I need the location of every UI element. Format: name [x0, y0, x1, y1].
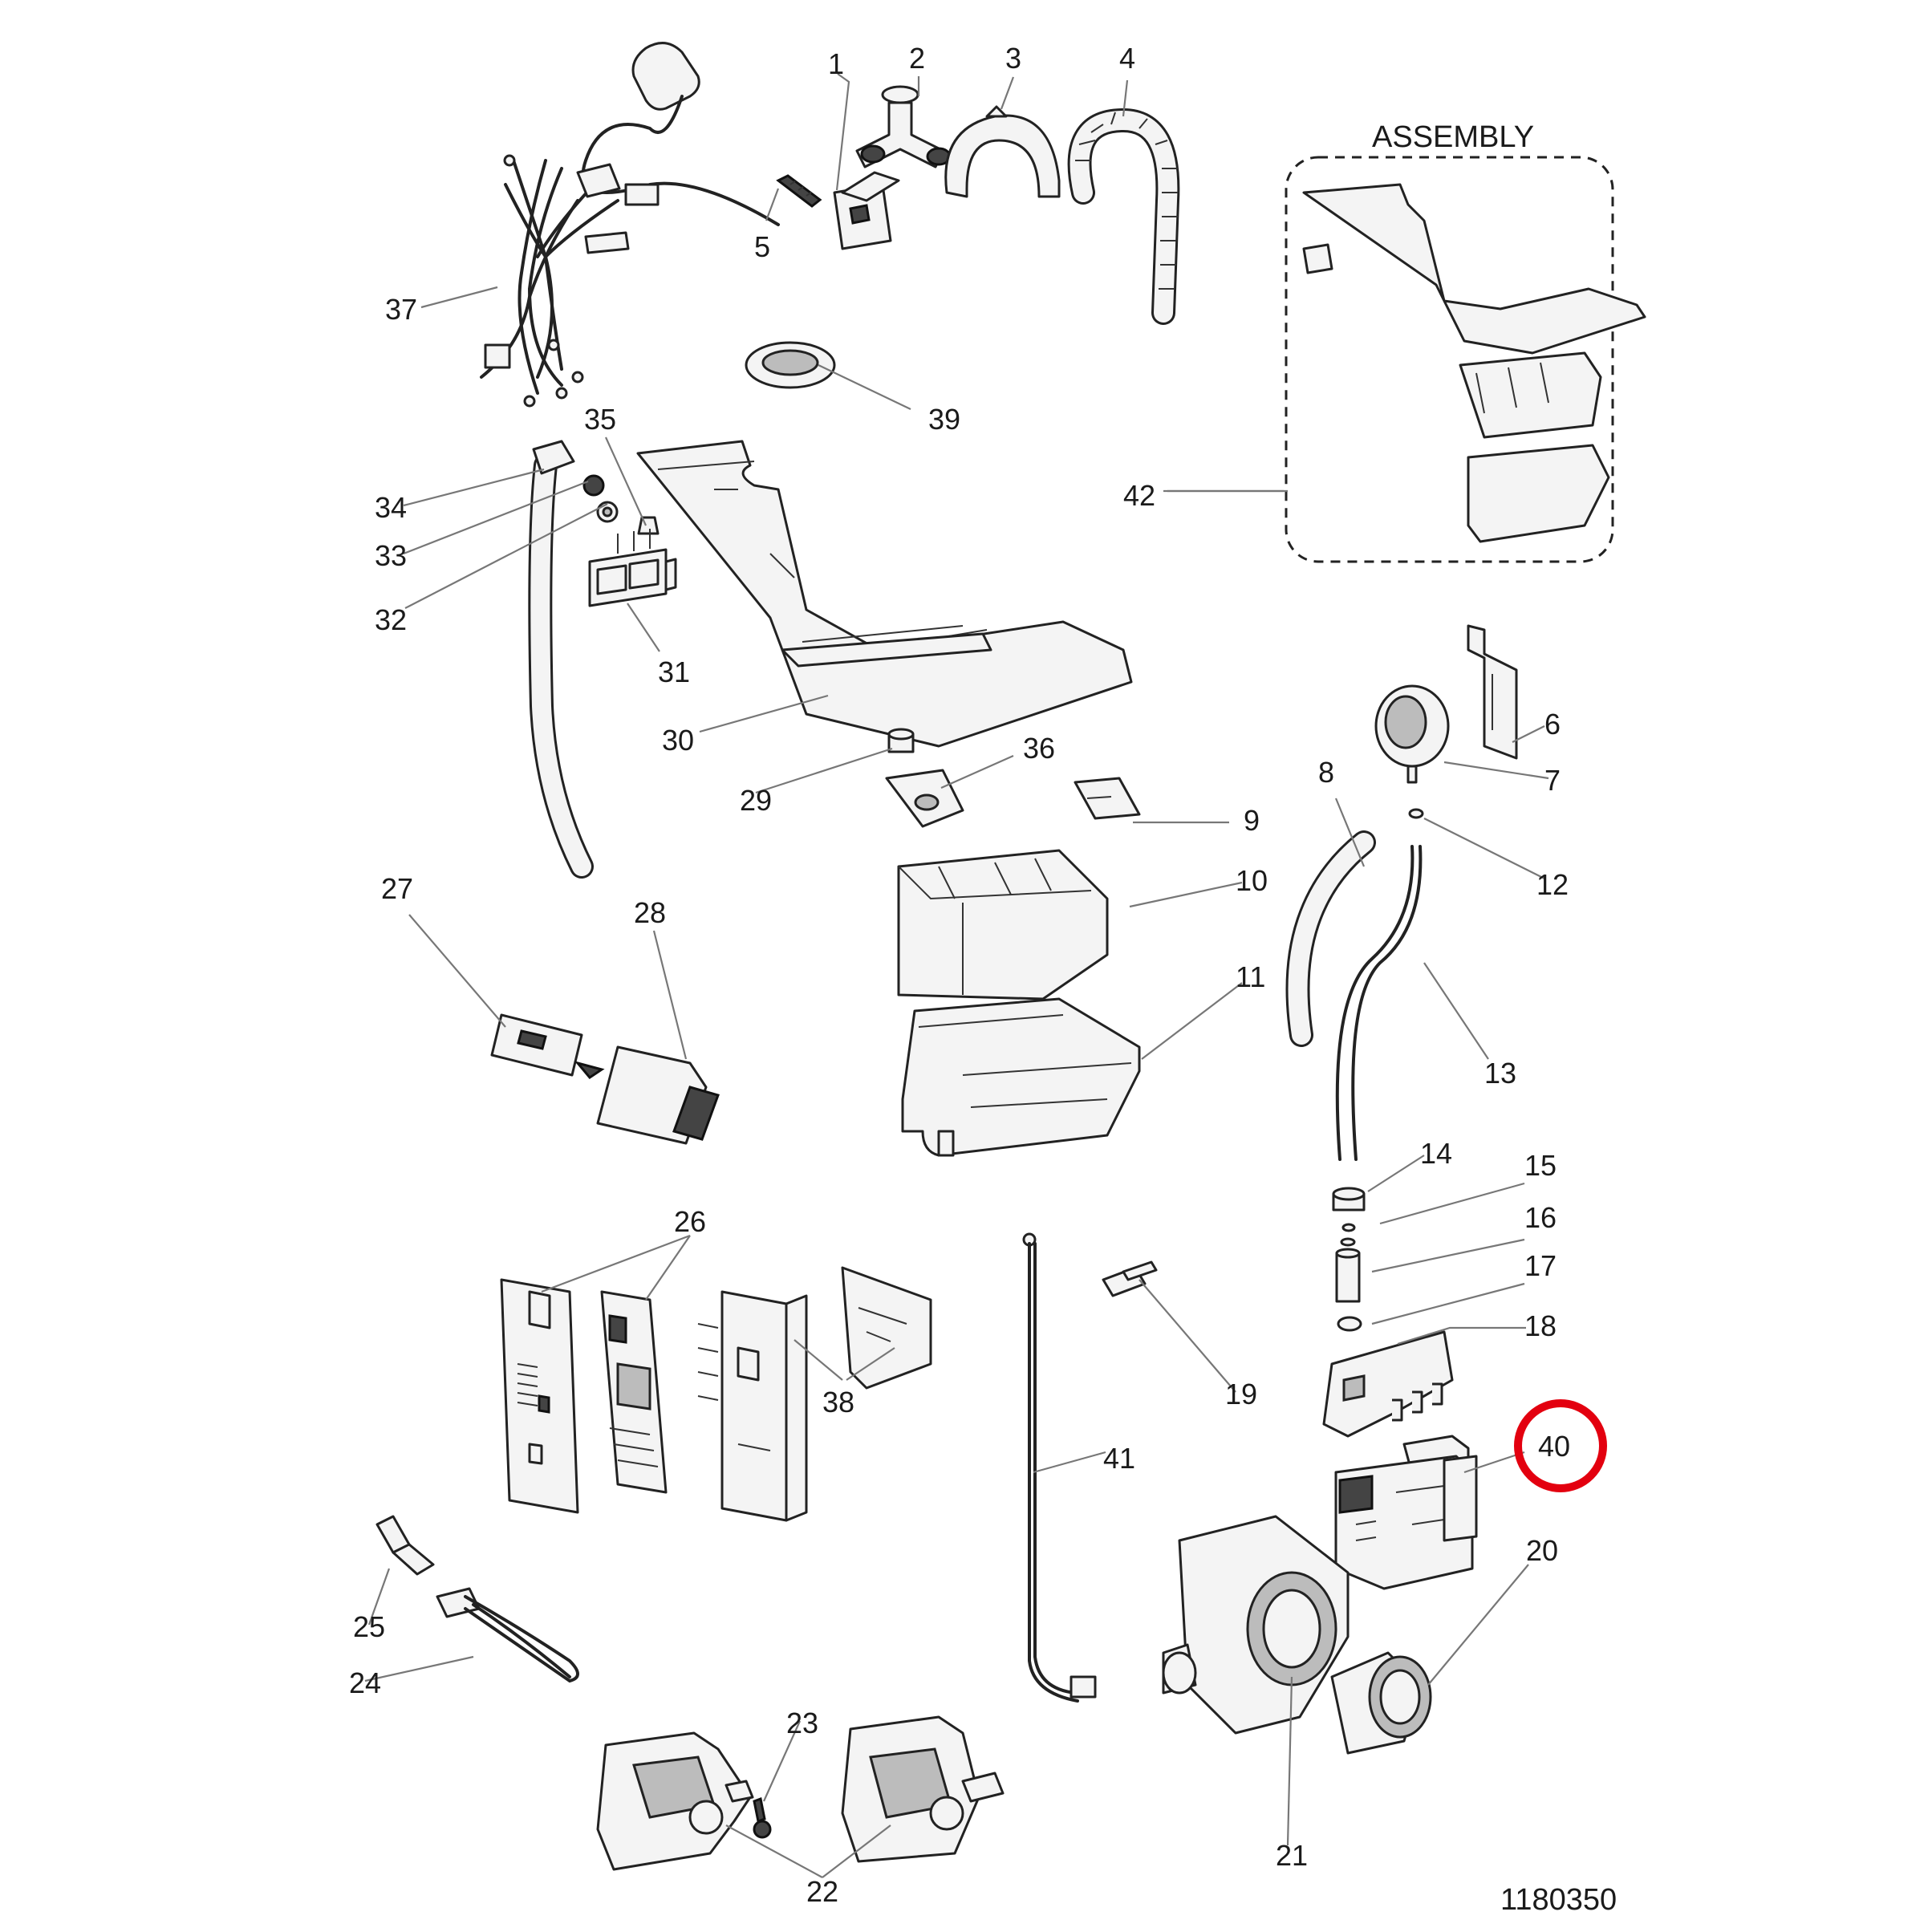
part-number-labels: 1 2 3 4 5 6 7 8 9 10 11 12 13 14 15 16 1… — [349, 42, 1617, 1917]
label-11: 11 — [1236, 960, 1265, 993]
label-3: 3 — [1005, 42, 1021, 75]
label-5: 5 — [754, 230, 770, 263]
label-41: 41 — [1103, 1442, 1135, 1475]
part-21-drain-pump[interactable] — [1162, 1515, 1350, 1735]
part-6-bracket[interactable] — [1467, 624, 1518, 760]
leader-lines — [364, 73, 1549, 1878]
part-31-inlet-valve[interactable] — [588, 529, 677, 607]
label-25: 25 — [353, 1610, 385, 1643]
part-41-sensor-probe[interactable] — [1022, 1232, 1097, 1703]
part-24-heating-element[interactable] — [436, 1587, 579, 1683]
part-18-lock-bracket[interactable] — [1322, 1330, 1454, 1438]
part-9-panel[interactable] — [1074, 777, 1141, 820]
part-29-bushing[interactable] — [887, 728, 915, 753]
label-15: 15 — [1524, 1149, 1557, 1182]
part-27-label-card[interactable] — [490, 1013, 583, 1077]
part-4-drain-hose[interactable] — [1067, 108, 1180, 325]
label-29: 29 — [740, 784, 772, 817]
label-1: 1 — [828, 47, 844, 80]
part-12-o-ring[interactable] — [1408, 808, 1424, 819]
label-13: 13 — [1484, 1057, 1516, 1090]
part-20-pump-filter[interactable] — [1330, 1651, 1432, 1755]
label-2: 2 — [909, 42, 925, 75]
label-12: 12 — [1536, 868, 1569, 901]
part-2-y-connector[interactable] — [855, 85, 952, 168]
diagram-code: 1180350 — [1500, 1883, 1617, 1917]
part-14-grommet[interactable] — [1332, 1187, 1366, 1212]
label-17: 17 — [1524, 1249, 1557, 1282]
label-35: 35 — [584, 403, 616, 436]
part-32-washer[interactable] — [596, 501, 619, 523]
part-37-wiring-harness[interactable] — [480, 154, 660, 408]
label-6: 6 — [1544, 708, 1561, 741]
label-38: 38 — [822, 1386, 854, 1419]
part-33-seal[interactable] — [582, 474, 605, 497]
label-34: 34 — [375, 491, 407, 524]
label-14: 14 — [1420, 1137, 1452, 1170]
part-3-hose-bracket[interactable] — [944, 105, 1061, 198]
label-16: 16 — [1524, 1201, 1557, 1234]
label-36: 36 — [1023, 732, 1055, 765]
assembly-title: ASSEMBLY — [1372, 120, 1534, 154]
label-27: 27 — [381, 872, 413, 905]
label-30: 30 — [662, 724, 694, 757]
label-28: 28 — [634, 896, 666, 929]
part-42-assembly-group[interactable] — [1302, 183, 1646, 543]
part-34-pressure-hose[interactable] — [528, 440, 594, 879]
part-8-hose[interactable] — [1285, 830, 1376, 1047]
part-22-motor-right[interactable] — [841, 1715, 1005, 1863]
part-28-module[interactable] — [574, 1045, 720, 1145]
label-39: 39 — [928, 403, 960, 436]
label-24: 24 — [349, 1666, 381, 1699]
label-22: 22 — [806, 1875, 838, 1908]
label-32: 32 — [375, 603, 407, 636]
label-37: 37 — [385, 293, 417, 326]
highlight-circle-part-40 — [1514, 1399, 1607, 1492]
part-22-motor-left[interactable] — [596, 1731, 754, 1871]
part-10-dispenser-drawer[interactable] — [897, 849, 1109, 1000]
label-20: 20 — [1526, 1534, 1558, 1567]
part-38-board-cover[interactable] — [697, 1266, 932, 1522]
part-17-o-ring[interactable] — [1337, 1316, 1362, 1332]
label-21: 21 — [1276, 1839, 1308, 1872]
label-8: 8 — [1318, 756, 1334, 789]
label-31: 31 — [658, 656, 690, 688]
label-40: 40 — [1538, 1430, 1570, 1463]
part-13-hose[interactable] — [1335, 845, 1423, 1161]
part-35-cap[interactable] — [637, 516, 660, 535]
label-10: 10 — [1236, 864, 1268, 897]
label-18: 18 — [1524, 1309, 1557, 1342]
label-26: 26 — [674, 1205, 706, 1238]
label-19: 19 — [1225, 1378, 1257, 1410]
part-7-pressure-switch[interactable] — [1374, 684, 1450, 784]
part-39-grommet[interactable] — [745, 341, 836, 389]
label-7: 7 — [1544, 764, 1561, 797]
label-9: 9 — [1244, 804, 1260, 837]
label-33: 33 — [375, 539, 407, 572]
part-15-o-ring[interactable] — [1341, 1223, 1356, 1232]
label-42: 42 — [1123, 479, 1155, 512]
label-4: 4 — [1119, 42, 1135, 75]
part-5-screw[interactable] — [776, 174, 822, 208]
part-16-tube-pin[interactable] — [1335, 1237, 1361, 1303]
assembly-box — [1285, 156, 1614, 563]
part-26-control-board[interactable] — [600, 1290, 668, 1494]
label-23: 23 — [786, 1707, 818, 1739]
part-23-screw[interactable] — [753, 1796, 772, 1839]
part-36-siphon-cap[interactable] — [885, 769, 964, 828]
part-1-power-cord[interactable] — [581, 42, 900, 250]
part-25-ntc-sensor[interactable] — [375, 1515, 435, 1576]
part-30-dispenser-top[interactable] — [636, 440, 1133, 748]
part-26-control-board-cover[interactable] — [500, 1278, 579, 1514]
part-40-door-interlock[interactable] — [1334, 1435, 1478, 1590]
part-11-dispenser-housing[interactable] — [901, 997, 1141, 1157]
part-19-pin[interactable] — [1102, 1260, 1158, 1297]
